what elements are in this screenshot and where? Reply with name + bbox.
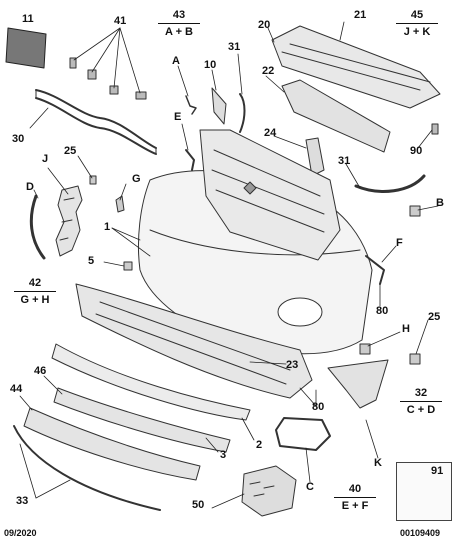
inset-box-91: 91 [396,462,452,521]
reinforcement-beam-part [271,25,441,109]
label-10: 10 [204,59,217,71]
group-40-number: 40 [348,483,362,495]
bracket-k-part [327,359,389,409]
bracket-10-part [211,87,227,125]
label-80-upper: 80 [376,305,389,317]
bracket-j-part [55,185,83,257]
label-11: 11 [22,13,34,25]
bracket-e-part [185,149,195,171]
label-a: A [172,55,180,67]
group-45-formula: J + K [403,26,431,38]
footer-date: 09/2020 [4,528,37,538]
clip-25a-part [89,175,97,185]
bracket-a-part [185,95,197,115]
group-40: 40 E + F [334,484,376,512]
label-25-right: 25 [428,311,441,323]
label-46: 46 [34,365,47,377]
label-3: 3 [220,449,227,461]
label-h: H [402,323,410,335]
label-k: K [374,457,382,469]
strip-33-part [13,425,161,511]
trim-d-part [29,194,46,260]
label-23: 23 [286,359,299,371]
bracket-24-part [305,137,325,177]
trim-31a-part [239,93,246,133]
label-30: 30 [12,133,25,145]
group-42-formula: G + H [20,294,50,306]
label-22: 22 [262,65,275,77]
label-d: D [26,181,34,193]
label-50: 50 [192,499,205,511]
label-2: 2 [256,439,263,451]
lower-spoiler-part [51,343,251,421]
spoiler-46-part [53,387,231,453]
clip-h-part [359,343,371,355]
label-f: F [396,237,403,249]
fog-frame-part [275,417,331,451]
clips-part [69,57,147,100]
group-42-number: 42 [28,277,42,289]
bracket-f-part [365,255,385,285]
footer-reference: 00109409 [400,528,441,538]
label-c: C [306,481,314,493]
group-32-formula: C + D [406,404,436,416]
group-40-formula: E + F [341,500,369,512]
group-43-number: 43 [172,9,186,21]
clip-g-part [115,195,125,213]
group-45-number: 45 [410,9,424,21]
label-5: 5 [88,255,95,267]
label-41: 41 [114,15,127,27]
group-45: 45 J + K [396,10,438,38]
group-43: 43 A + B [158,10,200,38]
leader-lines [19,21,439,509]
group-42: 42 G + H [14,278,56,306]
grille-trim-part [35,89,157,155]
label-g: G [132,173,141,185]
skid-plate-part [23,407,201,481]
label-20: 20 [258,19,271,31]
label-31-right: 31 [338,155,351,167]
clip-25b-part [409,353,421,365]
label-b: B [436,197,444,209]
label-31-top: 31 [228,41,241,53]
kit-50-part [241,465,297,517]
label-e: E [174,111,182,123]
clip-b-part [409,205,421,217]
label-24: 24 [264,127,277,139]
label-44: 44 [10,383,23,395]
absorber-part [281,79,391,153]
label-j: J [42,153,49,165]
label-80-lower: 80 [312,401,325,413]
label-90: 90 [410,145,423,157]
group-32-number: 32 [414,387,428,399]
label-25-left: 25 [64,145,77,157]
grille-part [199,129,341,261]
clip-5-part [123,261,133,271]
label-91: 91 [431,465,444,477]
label-21: 21 [354,9,367,21]
trim-31b-part [354,174,426,193]
badge-plate-part [5,27,47,69]
label-33: 33 [16,495,29,507]
label-1: 1 [104,221,111,233]
group-43-formula: A + B [164,26,193,38]
group-32: 32 C + D [400,388,442,416]
bolt-90-part [431,123,439,135]
